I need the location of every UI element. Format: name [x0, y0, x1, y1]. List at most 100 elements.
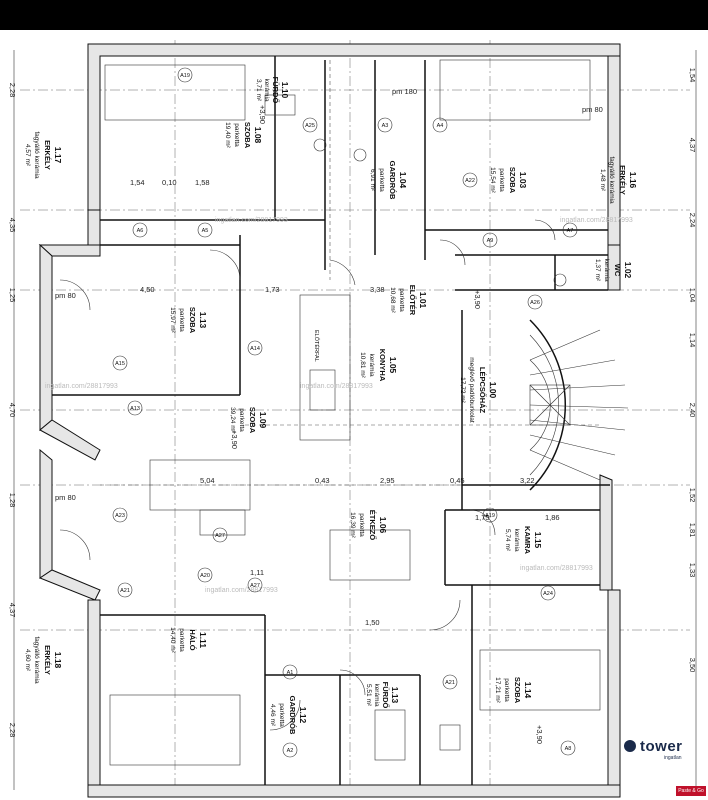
- eloterfal-label: ELŐTÉRFAL: [313, 330, 320, 362]
- tag-A9: A9: [487, 238, 494, 244]
- svg-text:15,54 m²: 15,54 m²: [489, 167, 496, 193]
- svg-text:1.14: 1.14: [523, 682, 533, 699]
- dim-c: 1,58: [195, 178, 210, 187]
- dim-k: 3,22: [520, 476, 535, 485]
- svg-text:1.09: 1.09: [258, 412, 268, 429]
- svg-text:FÜRDŐ: FÜRDŐ: [381, 682, 390, 709]
- pm80-label-3: pm 80: [55, 493, 76, 502]
- dim-right-5: 1,14: [688, 333, 697, 348]
- svg-text:1.13: 1.13: [198, 312, 208, 329]
- tag-A18: A20: [200, 573, 210, 579]
- svg-text:5,51 m²: 5,51 m²: [365, 684, 372, 707]
- staircase: [529, 319, 629, 491]
- room-100: 1.00 LÉPCSŐHÁZ meglévő padlóburkolat 17,…: [459, 357, 498, 423]
- dim-j: 0,45: [450, 476, 465, 485]
- svg-text:10,81 m²: 10,81 m²: [359, 352, 366, 378]
- svg-text:1,48 m²: 1,48 m²: [599, 169, 606, 192]
- pm80-label-2: pm 80: [55, 291, 76, 300]
- room-105: 1.05 KONYHA kerámia 10,81 m²: [359, 349, 398, 382]
- svg-text:kerámia: kerámia: [603, 258, 610, 282]
- svg-text:WC: WC: [613, 264, 622, 277]
- svg-text:KONYHA: KONYHA: [378, 349, 387, 382]
- grid-axes: [20, 40, 690, 790]
- room-109: 1.09 SZOBA parketta 39,24 m²: [229, 407, 268, 434]
- svg-text:meglévő padlóburkolat: meglévő padlóburkolat: [468, 357, 475, 423]
- watermark-2: ingatlan.com/28817993: [560, 217, 633, 224]
- pm180-label: pm 180: [392, 87, 417, 96]
- svg-text:parketta: parketta: [378, 168, 385, 192]
- dim-left-4: 4,70: [8, 403, 17, 418]
- tag-A25: A27: [215, 533, 225, 539]
- tag-A4: A4: [437, 123, 444, 129]
- room-102: 1.02 WC kerámia 1,37 m²: [594, 258, 633, 282]
- svg-text:SZOBA: SZOBA: [513, 677, 522, 704]
- dim-left-7: 2,28: [8, 723, 17, 738]
- svg-text:1.03: 1.03: [518, 172, 528, 189]
- room-116: 1.16 ERKÉLY fagyálló kerámia 1,48 m²: [599, 156, 638, 204]
- svg-text:17,72 m²: 17,72 m²: [459, 377, 466, 403]
- room-118: 1.18 ERKÉLY fagyálló kerámia 4,60 m²: [24, 636, 63, 684]
- tag-A17: A21: [120, 588, 130, 594]
- level-4: +3,90: [535, 725, 544, 744]
- svg-text:14,40 m²: 14,40 m²: [169, 627, 176, 653]
- dim-f: 3,38: [370, 285, 385, 294]
- room-101: 1.01 ELŐTÉR parketta 10,68 m²: [389, 285, 428, 316]
- svg-text:LÉPCSŐHÁZ: LÉPCSŐHÁZ: [478, 367, 487, 414]
- svg-text:1.05: 1.05: [388, 357, 398, 374]
- svg-text:5,74 m²: 5,74 m²: [504, 529, 511, 552]
- dim-a: 1,54: [130, 178, 145, 187]
- svg-text:parketta: parketta: [503, 678, 510, 702]
- level-1: +3,90: [258, 105, 267, 124]
- element-tags: A19 A25 A3 A4 A22 A6 A5 A9 A7 A26 A14 A1…: [112, 67, 578, 758]
- watermarks: ingatlan.com/28817993 ingatlan.com/28817…: [45, 217, 633, 594]
- tag-A13: A13: [130, 406, 140, 412]
- svg-text:4,60 m²: 4,60 m²: [24, 649, 31, 672]
- tag-A14: A14: [250, 346, 260, 352]
- tag-A24: A24: [543, 591, 553, 597]
- dim-left-3: 1,25: [8, 288, 17, 303]
- brand-sub: ingatlan: [664, 755, 682, 761]
- doors: [59, 219, 556, 731]
- svg-text:kerámia: kerámia: [368, 353, 375, 377]
- svg-text:3,71 m²: 3,71 m²: [255, 79, 262, 102]
- svg-text:1.13: 1.13: [390, 687, 400, 704]
- room-110: 1.10 FÜRDŐ kerámia 3,71 m²: [255, 77, 290, 104]
- svg-text:parketta: parketta: [238, 408, 245, 432]
- watermark-3: ingatlan.com/28817993: [45, 383, 118, 390]
- tower-logo: tower ingatlan: [624, 738, 708, 766]
- room-113b: 1.13 FÜRDŐ kerámia 5,51 m²: [365, 682, 400, 709]
- dim-right-6: 2,40: [688, 403, 697, 418]
- svg-text:ERKÉLY: ERKÉLY: [618, 165, 627, 195]
- svg-text:1.18: 1.18: [53, 652, 63, 669]
- svg-text:1.12: 1.12: [298, 707, 308, 724]
- tag-A8: A8: [565, 746, 572, 752]
- outer-walls: [38, 43, 621, 798]
- dims-internal: 1,54 0,10 1,58 4,50 1,73 3,38 5,04 0,43 …: [130, 178, 560, 627]
- dims-right: 1,54 4,37 2,24 1,04 1,14 2,40 1,52 1,81 …: [688, 50, 697, 790]
- tag-A19: A22: [465, 178, 475, 184]
- room-111: 1.11 HÁLÓ parketta 14,40 m²: [169, 627, 208, 653]
- svg-text:parketta: parketta: [178, 628, 185, 652]
- svg-text:4,46 m²: 4,46 m²: [269, 704, 276, 727]
- svg-text:15,97 m²: 15,97 m²: [169, 307, 176, 333]
- tag-A26: A26: [530, 300, 540, 306]
- svg-text:HÁLÓ: HÁLÓ: [188, 629, 197, 650]
- dim-right-8: 1,81: [688, 523, 697, 538]
- svg-text:SZOBA: SZOBA: [243, 122, 252, 149]
- svg-text:SZOBA: SZOBA: [248, 407, 257, 434]
- svg-text:1.11: 1.11: [198, 632, 208, 648]
- svg-text:19,40 m²: 19,40 m²: [224, 122, 231, 148]
- svg-text:fagyálló kerámia: fagyálló kerámia: [608, 156, 615, 204]
- svg-text:SZOBA: SZOBA: [508, 167, 517, 194]
- tag-A3: A3: [382, 123, 389, 129]
- svg-text:1.16: 1.16: [628, 172, 638, 189]
- svg-text:kerámia: kerámia: [263, 78, 270, 102]
- svg-text:GARDRÓB: GARDRÓB: [288, 696, 297, 735]
- room-106: 1.06 ÉTKEZŐ parketta 16,39 m²: [349, 510, 388, 541]
- svg-text:ERKÉLY: ERKÉLY: [43, 645, 52, 675]
- dim-n: 1,86: [545, 513, 560, 522]
- dim-l: 1,50: [365, 618, 380, 627]
- watermark-5: ingatlan.com/28817993: [520, 565, 593, 572]
- dim-g: 5,04: [200, 476, 215, 485]
- floor-plan: ingatlan.com/28817993 ingatlan.com/28817…: [8, 40, 697, 798]
